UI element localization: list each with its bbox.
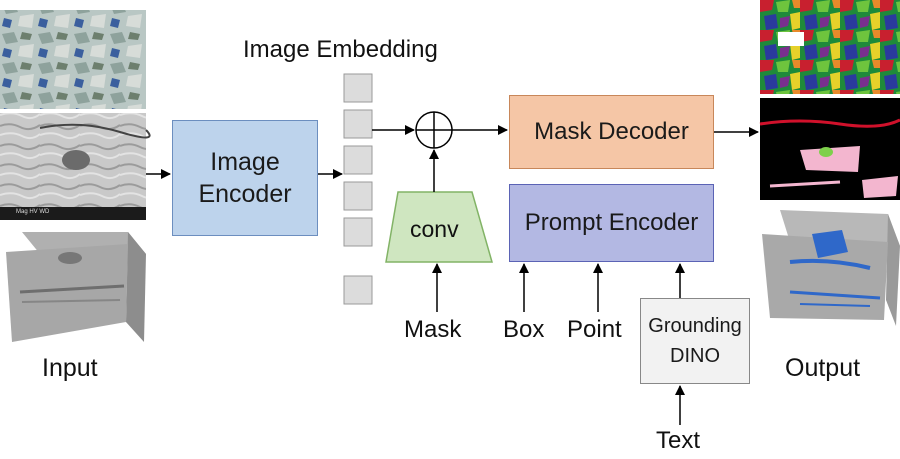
input-thin-section-image <box>0 10 146 109</box>
mask-label: Mask <box>404 316 462 343</box>
circle-plus-icon <box>415 111 453 149</box>
sem-scale-text: Mag HV WD <box>16 209 49 215</box>
mask-decoder-label: Mask Decoder <box>534 118 689 145</box>
embedding-squares <box>343 73 373 305</box>
sem-scale-hv: HV <box>29 209 38 215</box>
mask-decoder-block: Mask Decoder <box>509 95 714 169</box>
input-3d-volume <box>6 232 146 342</box>
text-label: Text <box>656 427 701 454</box>
box-label: Box <box>503 316 545 343</box>
image-encoder-block: Image Encoder <box>172 120 318 236</box>
point-label: Point <box>567 316 622 343</box>
output-label: Output <box>785 354 861 382</box>
sem-scale-wd: WD <box>39 209 50 215</box>
grounding-dino-block: Grounding DINO <box>640 298 750 384</box>
sem-scale-mag: Mag <box>16 209 28 215</box>
prompt-encoder-label: Prompt Encoder <box>524 209 699 236</box>
prompt-encoder-block: Prompt Encoder <box>509 184 714 262</box>
input-label: Input <box>42 354 98 382</box>
image-embedding-label: Image Embedding <box>243 36 438 63</box>
grounding-dino-label: Grounding DINO <box>648 315 742 367</box>
image-encoder-label: Image Encoder <box>198 148 292 208</box>
conv-label: conv <box>410 216 459 242</box>
arrow-icon <box>146 125 759 425</box>
conv-block <box>385 191 493 263</box>
output-3d-volume <box>762 210 900 326</box>
output-segmentation-map <box>760 0 900 94</box>
